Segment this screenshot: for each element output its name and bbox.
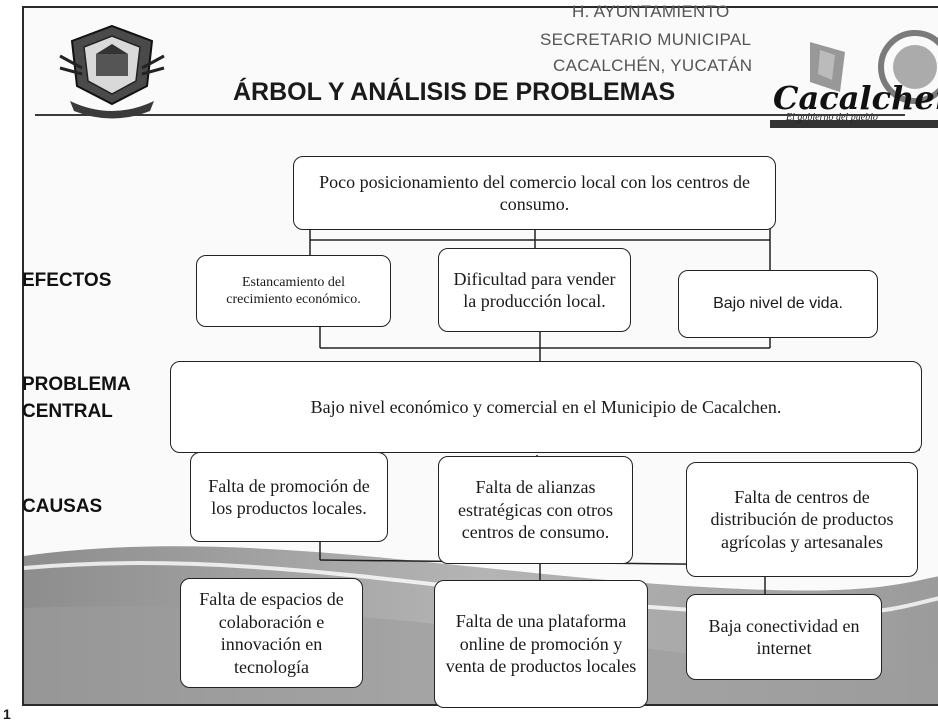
cause-box-3: Falta de centros de distribución de prod… (686, 462, 918, 577)
page-number: 1 (3, 706, 11, 722)
stamp-line-2: SECRETARIO MUNICIPAL (540, 30, 752, 49)
effect-text-3: Bajo nivel de vida. (713, 295, 843, 312)
cause-box-2: Falta de alianzas estratégicas con otros… (438, 456, 633, 564)
label-causes: CAUSAS (22, 496, 103, 517)
central-problem-box: Bajo nivel económico y comercial en el M… (170, 361, 922, 453)
cause-box-1: Falta de promoción de los productos loca… (190, 452, 388, 542)
label-effects: EFECTOS (22, 270, 112, 291)
stamp-line-1: H. AYUNTAMIENTO (572, 2, 730, 21)
title-rule (35, 114, 905, 116)
stamp-line-3: CACALCHÉN, YUCATÁN (553, 56, 753, 75)
sub-cause-text-3: Baja conectividad en internet (708, 615, 860, 659)
effect-box-1: Estancamiento del crecimiento económico. (196, 255, 391, 327)
effect-box-3: Bajo nivel de vida. (678, 270, 878, 338)
cause-text-1: Falta de promoción de los productos loca… (208, 475, 370, 519)
logo-wordmark: Cacalchen (773, 79, 938, 117)
effect-text-1: Estancamiento del crecimiento económico. (226, 274, 361, 308)
sub-cause-box-1: Falta de espacios de colaboración e inno… (180, 578, 363, 688)
cause-text-3: Falta de centros de distribución de prod… (710, 486, 894, 552)
sub-cause-box-3: Baja conectividad en internet (686, 594, 882, 680)
cause-text-2: Falta de alianzas estratégicas con otros… (458, 477, 613, 543)
label-central-problem-1: PROBLEMA (22, 374, 131, 395)
label-central-problem-2: CENTRAL (22, 401, 113, 422)
sub-cause-text-2: Falta de una plataforma online de promoc… (445, 611, 637, 677)
logo-tagline: El gobierno del pueblo (786, 112, 878, 123)
municipal-coat-of-arms-logo (59, 24, 165, 119)
page-title: ÁRBOL Y ANÁLISIS DE PROBLEMAS (233, 78, 676, 106)
top-effect-text: Poco posicionamiento del comercio local … (319, 171, 750, 215)
effect-box-2: Dificultad para vender la producción loc… (438, 248, 631, 332)
central-problem-text: Bajo nivel económico y comercial en el M… (310, 396, 782, 417)
effect-text-2: Dificultad para vender la producción loc… (453, 268, 616, 312)
cacalchen-logo (770, 30, 938, 128)
sub-cause-text-1: Falta de espacios de colaboración e inno… (199, 589, 344, 677)
top-effect-box: Poco posicionamiento del comercio local … (293, 156, 776, 230)
sub-cause-box-2: Falta de una plataforma online de promoc… (434, 580, 648, 708)
